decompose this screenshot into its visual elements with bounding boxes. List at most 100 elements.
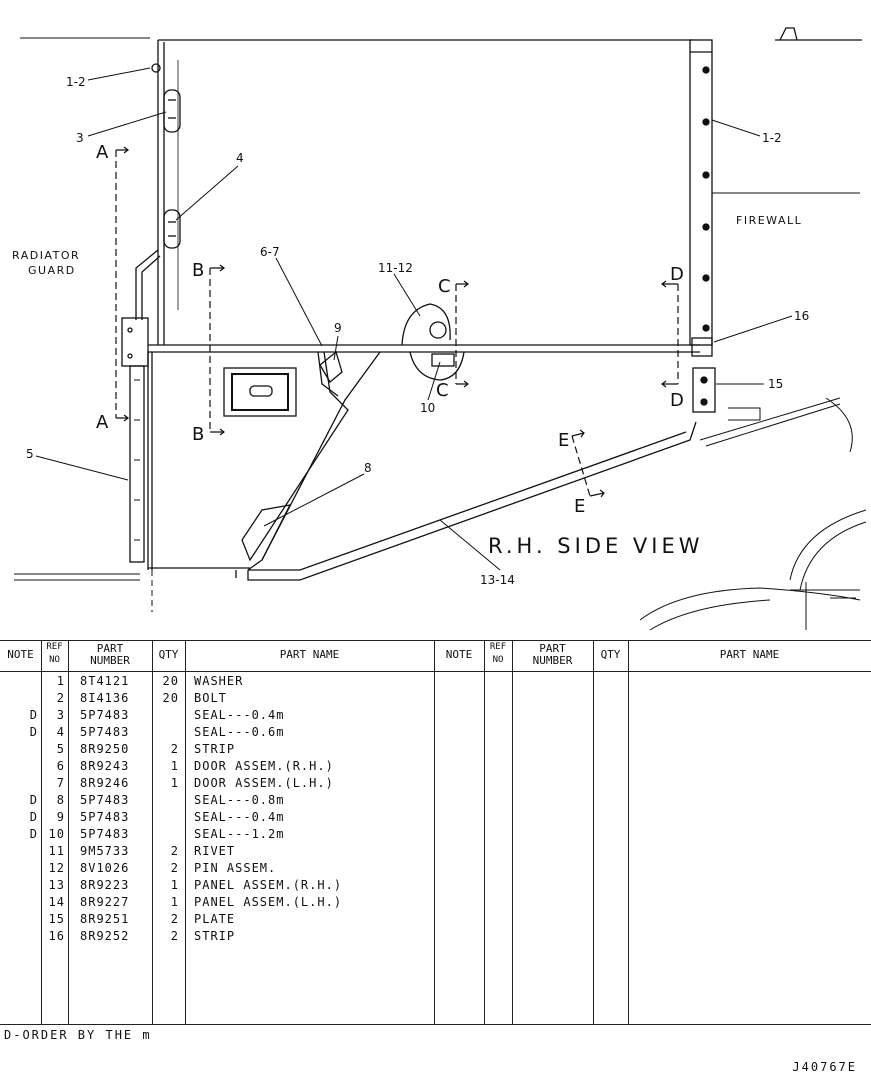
view-title: R.H. SIDE VIEW bbox=[488, 534, 704, 558]
callout-15: 15 bbox=[768, 377, 783, 391]
section-b-top: B bbox=[192, 260, 204, 281]
cell-part: 8R9223 bbox=[80, 878, 130, 892]
cell-qty: 1 bbox=[170, 895, 179, 909]
cell-part: 8V1026 bbox=[80, 861, 130, 875]
cell-ref: 6 bbox=[56, 759, 65, 773]
cell-name: SEAL---0.8m bbox=[194, 793, 285, 807]
header-ref-2-right: NO bbox=[492, 655, 504, 665]
exploded-view-drawing: 1-2 1-2 3 4 5 6-7 8 9 10 11-12 13-14 15 … bbox=[12, 27, 867, 631]
cell-qty: 2 bbox=[170, 929, 179, 943]
header-note: NOTE bbox=[7, 648, 34, 661]
header-ref-2: NO bbox=[49, 655, 60, 665]
cell-name: SEAL---0.6m bbox=[194, 725, 285, 739]
cell-part: 5P7483 bbox=[80, 827, 130, 841]
cell-name: WASHER bbox=[194, 674, 244, 688]
cell-name: STRIP bbox=[194, 929, 236, 943]
cell-part: 8R9251 bbox=[80, 912, 130, 926]
cell-part: 5P7483 bbox=[80, 810, 130, 824]
section-a-top: A bbox=[96, 142, 109, 163]
table-row: 6 8R9243 1 DOOR ASSEM.(R.H.) bbox=[0, 759, 434, 776]
callout-3: 3 bbox=[76, 131, 84, 145]
callout-1-2-top: 1-2 bbox=[66, 75, 86, 89]
cell-name: DOOR ASSEM.(R.H.) bbox=[194, 759, 334, 773]
cell-part: 8R9243 bbox=[80, 759, 130, 773]
cell-qty: 2 bbox=[170, 861, 179, 875]
section-d-top: D bbox=[670, 264, 684, 285]
callout-13-14: 13-14 bbox=[480, 573, 515, 587]
header-note-right: NOTE bbox=[445, 648, 473, 661]
cell-name: SEAL---0.4m bbox=[194, 810, 285, 824]
cell-note: D bbox=[29, 725, 38, 739]
cell-qty: 2 bbox=[170, 844, 179, 858]
cell-ref: 7 bbox=[56, 776, 65, 790]
header-part-1-right: PART bbox=[539, 642, 566, 655]
section-e-top: E bbox=[558, 430, 569, 451]
section-a-bottom: A bbox=[96, 412, 109, 433]
cell-ref: 9 bbox=[56, 810, 65, 824]
section-c-bottom: C bbox=[436, 380, 449, 401]
radiator-guard-label-1: RADIATOR bbox=[12, 249, 80, 262]
cell-name: PIN ASSEM. bbox=[194, 861, 277, 875]
cell-ref: 12 bbox=[48, 861, 65, 875]
callout-9: 9 bbox=[334, 321, 342, 335]
cell-part: 8R9227 bbox=[80, 895, 130, 909]
cell-ref: 11 bbox=[48, 844, 65, 858]
callout-16: 16 bbox=[794, 309, 809, 323]
parts-table: NOTE REF NO PART NUMBER QTY PART NAME NO… bbox=[0, 640, 871, 1025]
header-part-name-right: PART NAME bbox=[719, 648, 780, 661]
cell-ref: 2 bbox=[56, 691, 65, 705]
cell-ref: 14 bbox=[48, 895, 65, 909]
section-b-bottom: B bbox=[192, 424, 204, 445]
cell-part: 8I4136 bbox=[80, 691, 130, 705]
radiator-guard-label-2: GUARD bbox=[28, 264, 76, 277]
cell-ref: 8 bbox=[56, 793, 65, 807]
callout-5: 5 bbox=[26, 447, 34, 461]
cell-note: D bbox=[29, 793, 38, 807]
header-ref-1-right: REF bbox=[489, 642, 507, 652]
header-qty: QTY bbox=[158, 648, 179, 661]
cell-part: 8R9246 bbox=[80, 776, 130, 790]
cell-part: 8R9252 bbox=[80, 929, 130, 943]
cell-qty: 2 bbox=[170, 912, 179, 926]
header-part-name: PART NAME bbox=[279, 648, 340, 661]
cell-part: 8R9250 bbox=[80, 742, 130, 756]
cell-qty: 1 bbox=[170, 759, 179, 773]
figure-id: J40767E bbox=[792, 1060, 857, 1074]
header-qty-right: QTY bbox=[600, 648, 621, 661]
cell-part: 5P7483 bbox=[80, 793, 130, 807]
cell-ref: 15 bbox=[48, 912, 65, 926]
callout-6-7: 6-7 bbox=[260, 245, 280, 259]
cell-name: DOOR ASSEM.(L.H.) bbox=[194, 776, 334, 790]
callout-1-2-right: 1-2 bbox=[762, 131, 782, 145]
cell-name: BOLT bbox=[194, 691, 227, 705]
table-row: D 8 5P7483 SEAL---0.8m bbox=[0, 793, 434, 810]
table-row: 12 8V1026 2 PIN ASSEM. bbox=[0, 861, 434, 878]
cell-qty: 1 bbox=[170, 878, 179, 892]
callout-8: 8 bbox=[364, 461, 372, 475]
cell-ref: 13 bbox=[48, 878, 65, 892]
cell-name: PANEL ASSEM.(L.H.) bbox=[194, 895, 343, 909]
cell-qty: 20 bbox=[162, 691, 179, 705]
header-part-2: NUMBER bbox=[90, 654, 130, 667]
cell-part: 9M5733 bbox=[80, 844, 130, 858]
footnote: D-ORDER BY THE m bbox=[4, 1028, 152, 1042]
cell-part: 5P7483 bbox=[80, 725, 130, 739]
cell-ref: 5 bbox=[56, 742, 65, 756]
callout-11-12: 11-12 bbox=[378, 261, 413, 275]
cell-ref: 10 bbox=[48, 827, 65, 841]
cell-part: 8T4121 bbox=[80, 674, 130, 688]
callout-4: 4 bbox=[236, 151, 244, 165]
cell-name: SEAL---1.2m bbox=[194, 827, 285, 841]
section-e-bottom: E bbox=[574, 496, 585, 517]
cell-name: STRIP bbox=[194, 742, 236, 756]
section-c-top: C bbox=[438, 276, 451, 297]
cell-qty: 20 bbox=[162, 674, 179, 688]
